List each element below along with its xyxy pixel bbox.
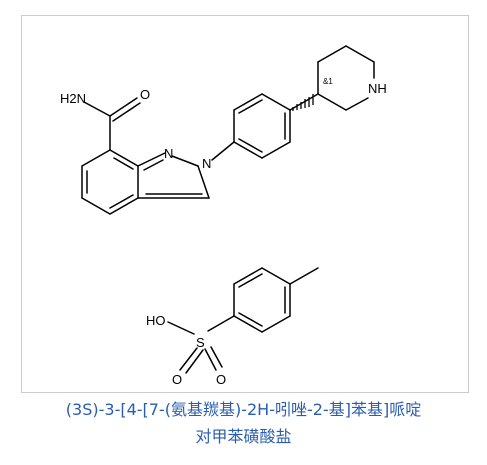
piperidine-nh-label: NH: [368, 81, 387, 96]
chemical-structure-figure: H2N O N N &1 NH HO S O O: [21, 15, 469, 393]
sulfonyl-oxygen-left-label: O: [172, 372, 182, 387]
amide-oxygen-label: O: [140, 87, 150, 102]
caption-link-line-2[interactable]: 对甲苯磺酸盐: [195, 427, 292, 446]
caption-link-line-1[interactable]: (3S)-3-[4-[7-(氨基羰基)-2H-吲唑-2-基]苯基]哌啶: [65, 400, 422, 419]
sulfur-label: S: [196, 335, 205, 350]
amide-nitrogen-label: H2N: [60, 91, 86, 106]
figure-caption: (3S)-3-[4-[7-(氨基羰基)-2H-吲唑-2-基]苯基]哌啶 对甲苯磺…: [0, 396, 487, 450]
structure-drawing: H2N O N N &1 NH HO S O O: [60, 45, 387, 387]
indazole-n2-label: N: [202, 156, 211, 171]
stereo-hash-bond: [292, 94, 314, 111]
hydroxyl-label: HO: [146, 313, 166, 328]
stereo-descriptor-label: &1: [323, 77, 333, 86]
sulfonyl-oxygen-right-label: O: [216, 372, 226, 387]
indazole-n1-label: N: [164, 146, 173, 161]
bond-lines: [81, 45, 375, 374]
